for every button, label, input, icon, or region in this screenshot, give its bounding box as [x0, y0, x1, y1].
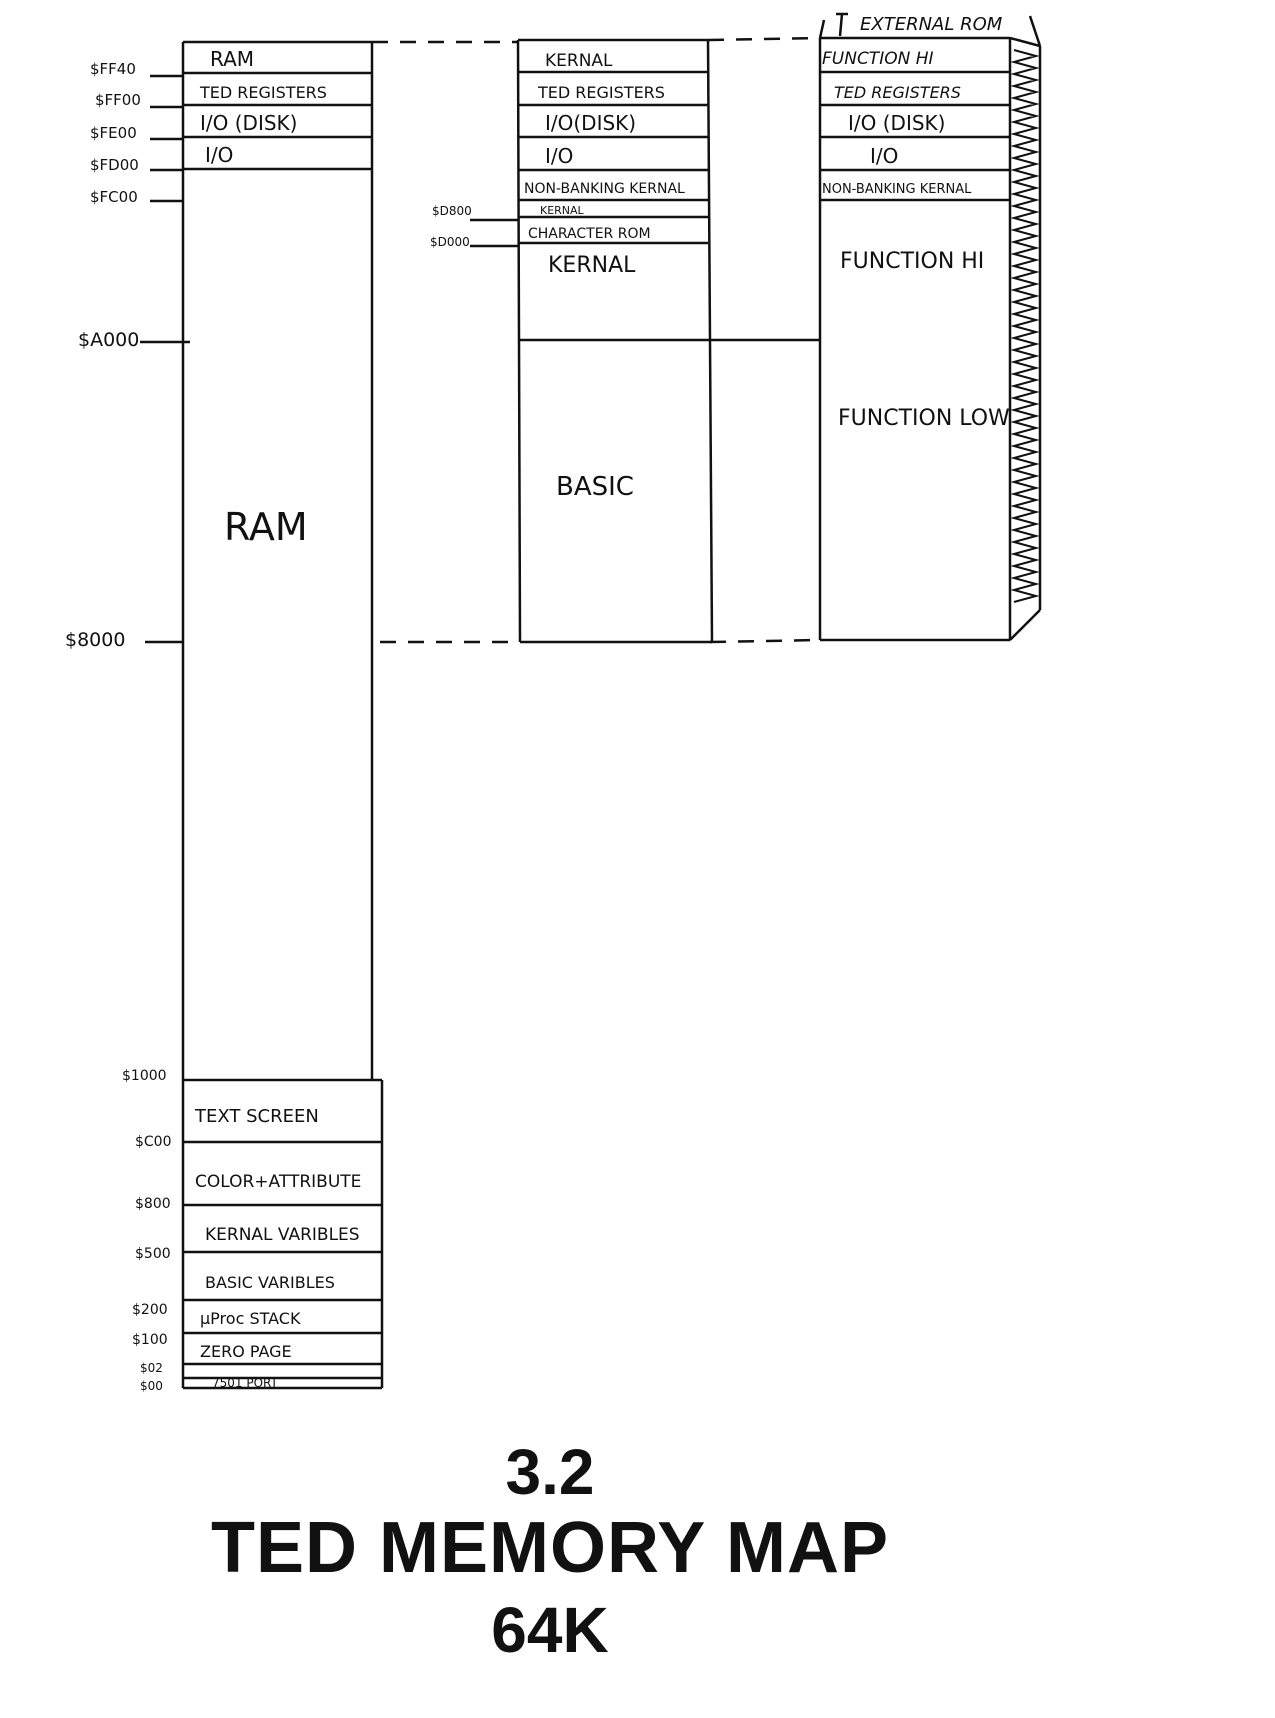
function-segment: TED REGISTERS [834, 83, 961, 102]
ram-bottom-segment: COLOR+ATTRIBUTE [195, 1172, 361, 1192]
rom-segment: NON-BANKING KERNAL [524, 181, 685, 197]
rom-column [470, 38, 820, 644]
ram-main-label: RAM [224, 505, 308, 549]
address-label: $D800 [432, 204, 472, 218]
ram-bottom-segment: ZERO PAGE [200, 1342, 292, 1361]
address-label: $02 [140, 1361, 163, 1375]
function-column [818, 12, 1042, 642]
ram-top-segment: RAM [210, 47, 254, 71]
address-label: $FC00 [90, 188, 138, 206]
bank-connectors [372, 36, 821, 644]
memory-map-diagram: RAM TED REGISTERS I/O (DISK) I/O RAM TEX… [65, 12, 1042, 1393]
ram-bottom-segment: KERNAL VARIBLES [205, 1225, 360, 1245]
ram-column [140, 40, 384, 1390]
ram-column-labels: RAM TED REGISTERS I/O (DISK) I/O RAM TEX… [65, 47, 361, 1393]
rom-segment: KERNAL [548, 253, 636, 278]
rom-segment: CHARACTER ROM [528, 226, 651, 242]
address-label: $FD00 [90, 156, 139, 174]
function-segment: I/O [870, 144, 898, 168]
rom-segment: I/O [545, 144, 573, 168]
address-label: $200 [132, 1302, 168, 1318]
address-label: $D000 [430, 235, 470, 249]
rom-segment: TED REGISTERS [537, 83, 665, 102]
address-label: $100 [132, 1332, 168, 1348]
address-label: $800 [135, 1196, 171, 1212]
function-segment: I/O (DISK) [848, 111, 945, 135]
figure-subtitle: 64K [491, 1594, 609, 1666]
figure-title: TED MEMORY MAP [210, 1508, 890, 1588]
ram-bottom-segment: µProc STACK [200, 1309, 301, 1328]
ram-top-segment: I/O (DISK) [200, 111, 297, 135]
address-label: $FF40 [90, 60, 136, 78]
ram-bottom-segment: 7501 PORT [212, 1376, 279, 1390]
address-label: $1000 [122, 1068, 167, 1084]
function-segment: NON-BANKING KERNAL [822, 182, 972, 197]
address-label: $C00 [135, 1134, 172, 1150]
address-label: $FE00 [90, 124, 137, 142]
ram-top-segment: TED REGISTERS [199, 83, 327, 102]
figure-number: 3.2 [505, 1436, 595, 1508]
rom-segment: I/O(DISK) [545, 111, 636, 135]
address-label: $8000 [65, 629, 125, 651]
ram-top-segment: I/O [205, 143, 233, 167]
function-segment: FUNCTION HI [822, 49, 934, 69]
function-segment: FUNCTION HI [840, 249, 984, 274]
external-rom-header: EXTERNAL ROM [860, 14, 1003, 35]
function-segment: FUNCTION LOW [838, 406, 1010, 431]
address-label: $00 [140, 1379, 163, 1393]
rom-column-labels: KERNAL TED REGISTERS I/O(DISK) I/O NON-B… [430, 51, 685, 502]
address-label: $A000 [78, 329, 139, 351]
rom-segment: KERNAL [545, 51, 613, 71]
function-column-labels: EXTERNAL ROM FUNCTION HI TED REGISTERS I… [822, 14, 1010, 431]
cartridge-connector-zigzag [1010, 49, 1040, 603]
address-label: $500 [135, 1246, 171, 1262]
rom-segment: KERNAL [540, 204, 585, 217]
rom-segment: BASIC [556, 472, 634, 502]
ram-bottom-segment: TEXT SCREEN [194, 1106, 319, 1127]
ram-bottom-segment: BASIC VARIBLES [205, 1273, 335, 1292]
address-label: $FF00 [95, 91, 141, 109]
